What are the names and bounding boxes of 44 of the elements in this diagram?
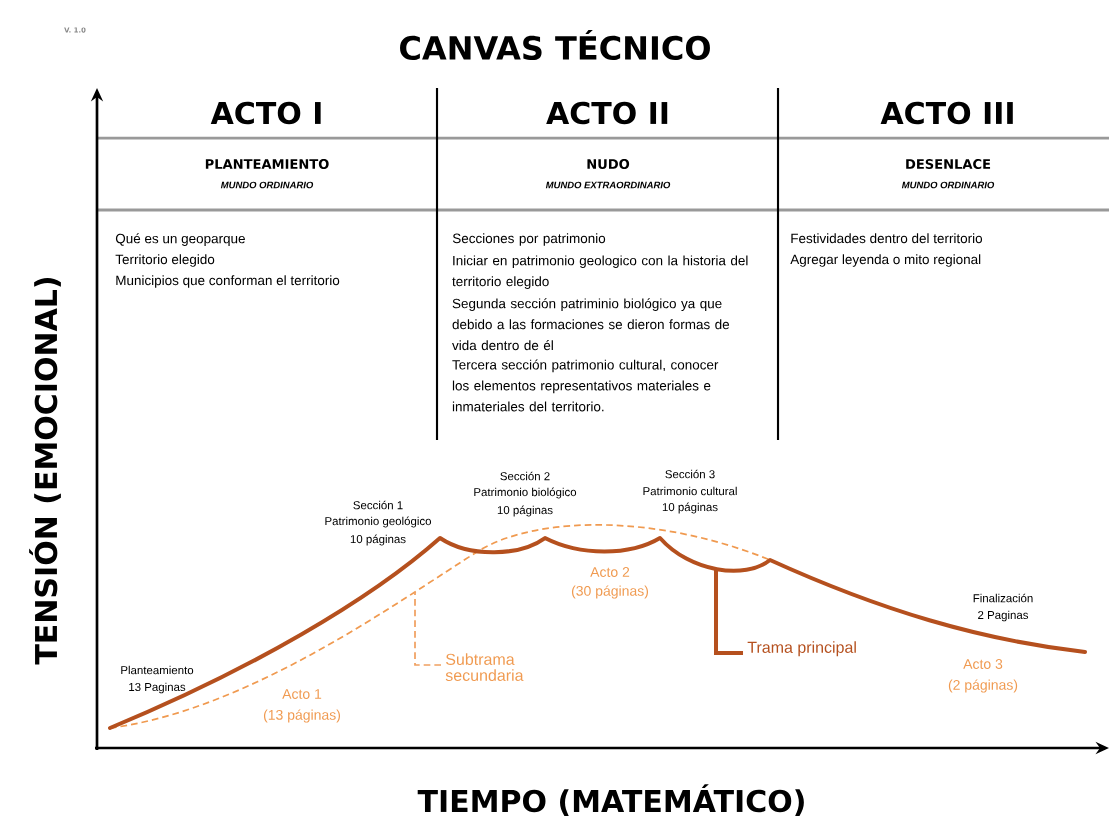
curve-annotation: (2 páginas): [948, 679, 1018, 693]
curve-annotation: Planteamiento: [121, 665, 194, 675]
cell-text: Qué es un geoparque: [115, 233, 245, 246]
leader-line: [414, 591, 442, 666]
curve-annotation: Patrimonio cultural: [643, 486, 737, 496]
curve-annotation: (30 páginas): [571, 585, 648, 599]
cell-text: Iniciar en patrimonio geologico con la historia del territorio elegido: [452, 255, 748, 289]
curve-annotation: Sección 1: [353, 500, 403, 510]
curve-annotation: Acto 1: [282, 689, 322, 699]
leader-label: Trama principal: [747, 641, 856, 657]
axis-title: TIEMPO (MATEMÁTICO): [417, 784, 804, 816]
section-subheading: MUNDO ORDINARIO: [901, 181, 995, 189]
cell-text: Municipios que conforman el territorio: [116, 275, 340, 288]
curve-annotation: Patrimonio biológico: [474, 487, 577, 499]
leader-label: Subtrama secundaria: [445, 653, 524, 681]
act-heading: ACTO I: [210, 101, 321, 125]
section-subheading: MUNDO EXTRAORDINARIO: [545, 181, 671, 189]
curve-annotation: 10 páginas: [350, 534, 406, 546]
title: CANVAS TÉCNICO: [400, 29, 710, 61]
cell-text: Segunda sección patriminio biológico ya que debido a las formaciones se dieron formas de vida dentro de él: [452, 298, 730, 351]
curve-annotation: Patrimonio geológico: [325, 516, 432, 528]
curve-annotation: Acto 2: [590, 567, 630, 577]
curve-annotation: 10 páginas: [497, 505, 553, 517]
section-heading: NUDO: [587, 159, 630, 169]
cell-text: Secciones por patrimonio: [452, 233, 606, 246]
section-heading: DESENLACE: [906, 159, 991, 169]
curve-annotation: 13 Paginas: [129, 682, 186, 694]
section-subheading: MUNDO ORDINARIO: [220, 181, 314, 189]
cell-text: Tercera sección patrimonio cultural, conocer los elementos representativos materiales e inmateriales del territorio.: [452, 359, 719, 412]
cell-text: Festividades dentro del territorio: [791, 233, 983, 244]
curve-annotation: 10 páginas: [662, 502, 718, 514]
cell-text: Territorio elegido: [115, 254, 215, 267]
curve-annotation: Sección 3: [665, 469, 715, 479]
curve-annotation: 2 Paginas: [978, 610, 1029, 622]
leader-line: [714, 570, 743, 655]
act-heading: ACTO III: [880, 101, 1013, 125]
section-heading: PLANTEAMIENTO: [205, 159, 329, 169]
curve-annotation: (13 páginas): [263, 709, 340, 723]
curve-annotation: Finalización: [973, 593, 1033, 603]
curve-annotation: Sección 2: [500, 471, 550, 481]
cell-text: Agregar leyenda o mito regional: [790, 254, 981, 267]
act-heading: ACTO II: [546, 101, 668, 125]
axis-title: TENSIÓN (EMOCIONAL): [29, 277, 61, 665]
curve-annotation: Acto 3: [963, 659, 1003, 669]
